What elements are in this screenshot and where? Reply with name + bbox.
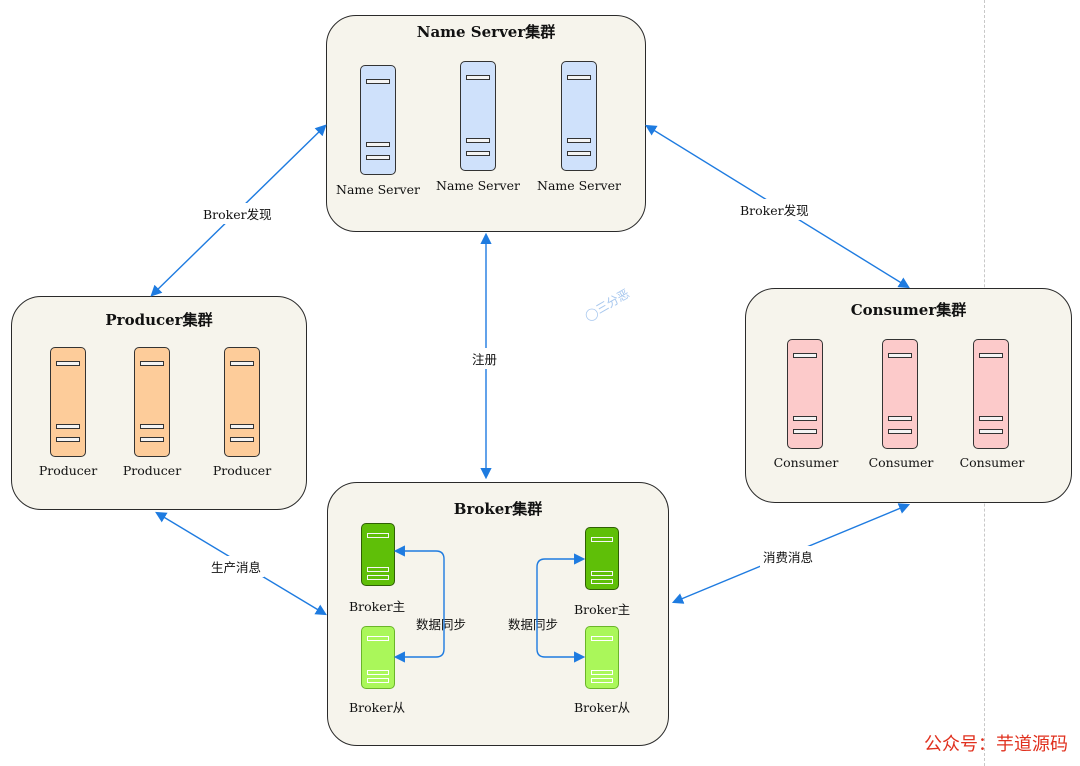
edge-label-broker-nameserver: 注册 — [469, 348, 501, 369]
arrow-sync-right — [536, 553, 586, 663]
broker-slave-right-label: Broker从 — [574, 700, 631, 715]
broker-master-right-label: Broker主 — [574, 602, 631, 617]
consumer-label-2: Consumer — [868, 455, 934, 470]
edge-label-consumer-nameserver: Broker发现 — [737, 199, 812, 220]
consumer-label-3: Consumer — [959, 455, 1025, 470]
nameserver-label-2: Name Server — [436, 178, 520, 193]
edge-label-producer-nameserver: Broker发现 — [200, 203, 275, 224]
producer-server-2 — [134, 347, 170, 457]
consumer-server-2 — [882, 339, 918, 449]
nameserver-cluster: Name Server集群 Name Server Name Server Na… — [326, 15, 646, 232]
nameserver-label-3: Name Server — [537, 178, 621, 193]
nameserver-server-1 — [360, 65, 396, 175]
producer-server-1 — [50, 347, 86, 457]
footer-watermark: 公众号：芋道源码 — [924, 734, 1068, 755]
broker-slave-right — [585, 626, 619, 689]
edge-label-consumer-broker: 消费消息 — [760, 546, 817, 567]
nameserver-cluster-title: Name Server集群 — [416, 23, 556, 41]
producer-label-1: Producer — [38, 463, 98, 478]
arrow-sync-left — [393, 545, 445, 663]
producer-label-3: Producer — [212, 463, 272, 478]
broker-master-right — [585, 527, 619, 590]
consumer-server-3 — [973, 339, 1009, 449]
sync-right-label: 数据同步 — [508, 617, 559, 632]
nameserver-label-1: Name Server — [336, 182, 420, 197]
broker-master-left-label: Broker主 — [349, 599, 406, 614]
consumer-cluster: Consumer集群 Consumer Consumer Consumer — [745, 288, 1072, 503]
consumer-cluster-title: Consumer集群 — [850, 301, 967, 319]
broker-cluster-title: Broker集群 — [453, 500, 543, 518]
producer-cluster-title: Producer集群 — [105, 311, 213, 329]
broker-slave-left-label: Broker从 — [349, 700, 406, 715]
producer-cluster: Producer集群 Producer Producer Producer — [11, 296, 307, 510]
edge-label-producer-broker: 生产消息 — [208, 556, 265, 577]
producer-server-3 — [224, 347, 260, 457]
producer-label-2: Producer — [122, 463, 182, 478]
consumer-label-1: Consumer — [773, 455, 839, 470]
sync-left-label: 数据同步 — [416, 617, 467, 632]
nameserver-server-2 — [460, 61, 496, 171]
consumer-server-1 — [787, 339, 823, 449]
nameserver-server-3 — [561, 61, 597, 171]
